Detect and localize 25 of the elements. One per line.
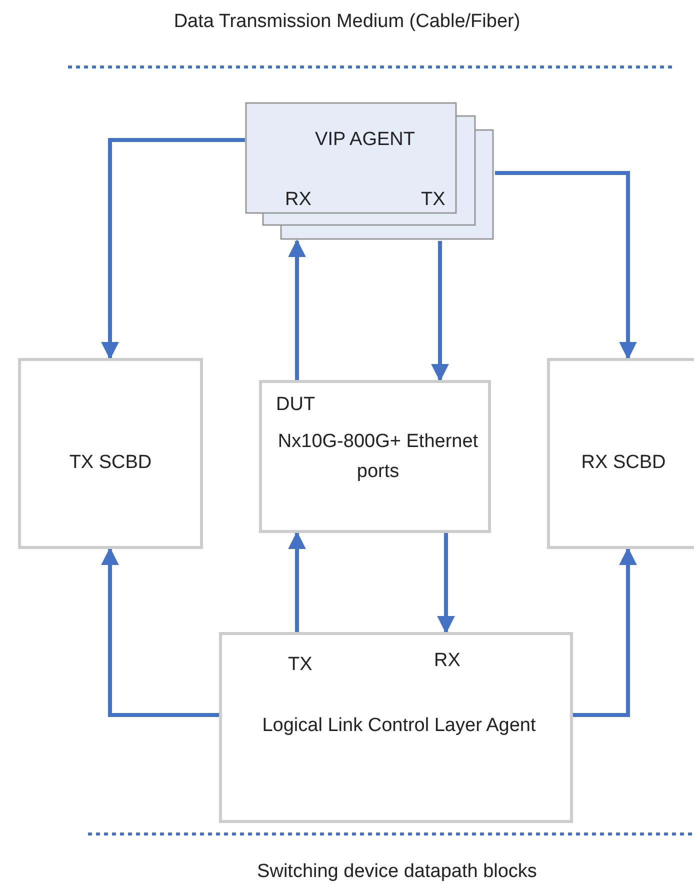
diagram-title: Data Transmission Medium (Cable/Fiber)	[172, 10, 522, 34]
arrow	[288, 531, 306, 632]
node-label: Nx10G-800G+ Ethernet ports	[276, 430, 480, 484]
arrow	[573, 547, 637, 717]
node-label: RX SCBD	[580, 451, 667, 475]
node-label: TX	[421, 188, 446, 212]
block-box	[547, 358, 694, 549]
arrow	[101, 547, 219, 717]
node-label: TX SCBD	[68, 451, 153, 475]
block-box	[259, 380, 491, 533]
arrow	[495, 171, 637, 360]
node-label: RX	[285, 188, 312, 212]
arrow	[288, 239, 306, 380]
diagram-caption: Switching device datapath blocks	[256, 860, 538, 884]
stacked-agent-box	[245, 102, 495, 241]
node-label: RX	[434, 649, 460, 673]
node-label: TX	[288, 653, 312, 677]
node-label: DUT	[276, 393, 316, 417]
arrow	[101, 138, 245, 360]
block-box	[219, 632, 573, 823]
node-label: VIP AGENT	[314, 128, 416, 152]
arrow	[437, 533, 455, 634]
node-label: Logical Link Control Layer Agent	[261, 714, 537, 738]
arrow	[431, 241, 449, 382]
block-box	[18, 358, 203, 549]
